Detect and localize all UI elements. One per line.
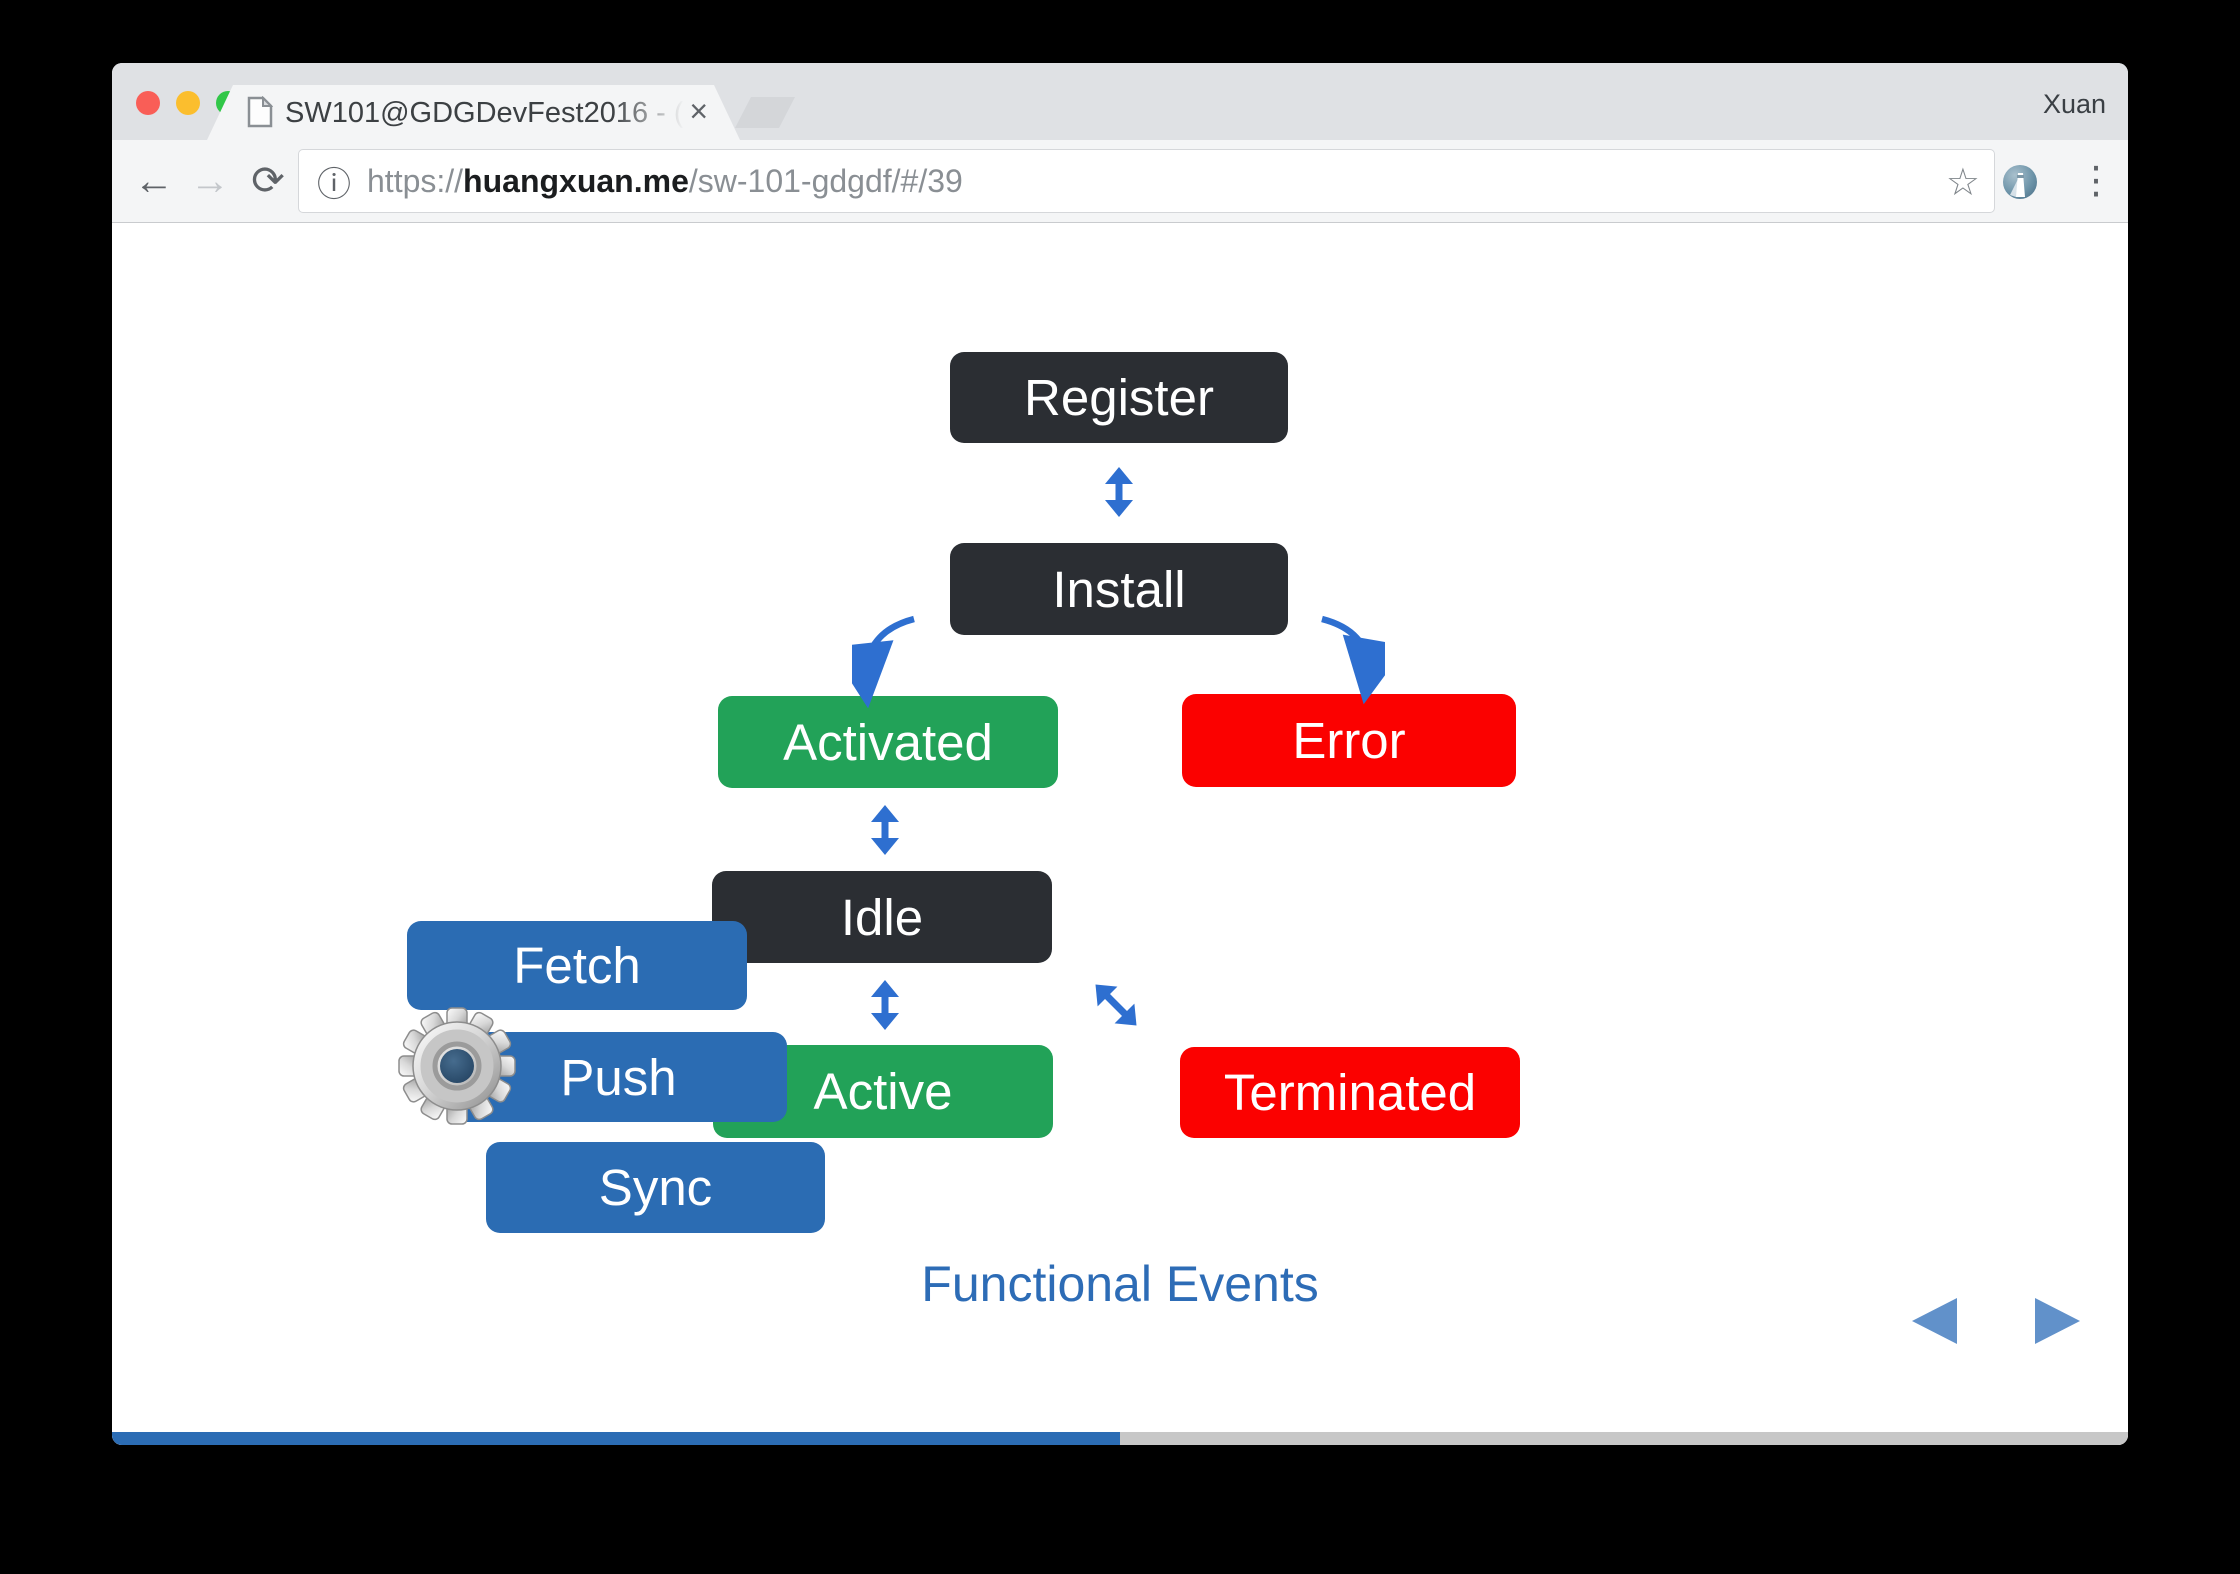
page-favicon-icon xyxy=(247,96,273,133)
url-text: https://huangxuan.me/sw-101-gdgdf/#/39 xyxy=(367,163,963,200)
slide-caption: Functional Events xyxy=(921,1256,1319,1312)
address-bar[interactable]: ⓘ https://huangxuan.me/sw-101-gdgdf/#/39… xyxy=(298,149,1995,213)
title-bar: SW101@GDGDevFest2016 - ( × Xuan xyxy=(112,63,2128,140)
event-sync: Sync xyxy=(486,1142,825,1233)
url-path: /sw-101-gdgdf/#/39 xyxy=(688,162,963,199)
slide-progress-track xyxy=(112,1432,2128,1445)
prev-slide-button[interactable] xyxy=(1912,1298,1957,1344)
arrow-idle-active xyxy=(871,980,899,1030)
state-activated: Activated xyxy=(718,696,1058,788)
state-error: Error xyxy=(1182,694,1516,787)
minimize-window-button[interactable] xyxy=(176,91,200,115)
state-install: Install xyxy=(950,543,1288,635)
page-info-icon[interactable]: ⓘ xyxy=(317,165,351,204)
arrow-install-error xyxy=(1321,615,1385,705)
arrow-idle-terminated xyxy=(1095,984,1137,1026)
back-icon[interactable]: ← xyxy=(134,158,174,203)
url-scheme: https:// xyxy=(367,162,464,199)
browser-toolbar: ← → ⟳ ⓘ https://huangxuan.me/sw-101-gdgd… xyxy=(112,140,2128,223)
next-slide-button[interactable] xyxy=(2035,1298,2080,1344)
extension-icon[interactable] xyxy=(2002,164,2038,205)
profile-name: Xuan xyxy=(2042,89,2106,119)
gear-icon xyxy=(398,1007,516,1125)
slide-progress-fill xyxy=(112,1432,1120,1445)
new-tab-button[interactable] xyxy=(735,97,795,128)
tab-title: SW101@GDGDevFest2016 - ( xyxy=(285,97,684,129)
state-terminated: Terminated xyxy=(1180,1047,1520,1138)
slide-area: Register Install Activated Error Idle Ac… xyxy=(112,223,2128,1445)
reload-icon[interactable]: ⟳ xyxy=(251,159,285,203)
bookmark-star-icon[interactable]: ☆ xyxy=(1945,162,1980,204)
browser-window: SW101@GDGDevFest2016 - ( × Xuan ← → ⟳ ⓘ … xyxy=(112,63,2128,1445)
arrow-install-activated xyxy=(852,615,915,708)
tab-close-icon[interactable]: × xyxy=(689,93,708,129)
arrow-activated-idle xyxy=(871,805,899,855)
arrow-register-install xyxy=(1105,467,1133,517)
browser-tab[interactable]: SW101@GDGDevFest2016 - ( × xyxy=(207,85,740,140)
state-idle: Idle xyxy=(712,871,1052,963)
event-fetch: Fetch xyxy=(407,921,747,1010)
forward-icon[interactable]: → xyxy=(190,158,230,203)
close-window-button[interactable] xyxy=(136,91,160,115)
chrome-menu-icon[interactable]: ⋮ xyxy=(2077,160,2115,202)
state-register: Register xyxy=(950,352,1288,443)
url-host: huangxuan.me xyxy=(463,162,689,199)
